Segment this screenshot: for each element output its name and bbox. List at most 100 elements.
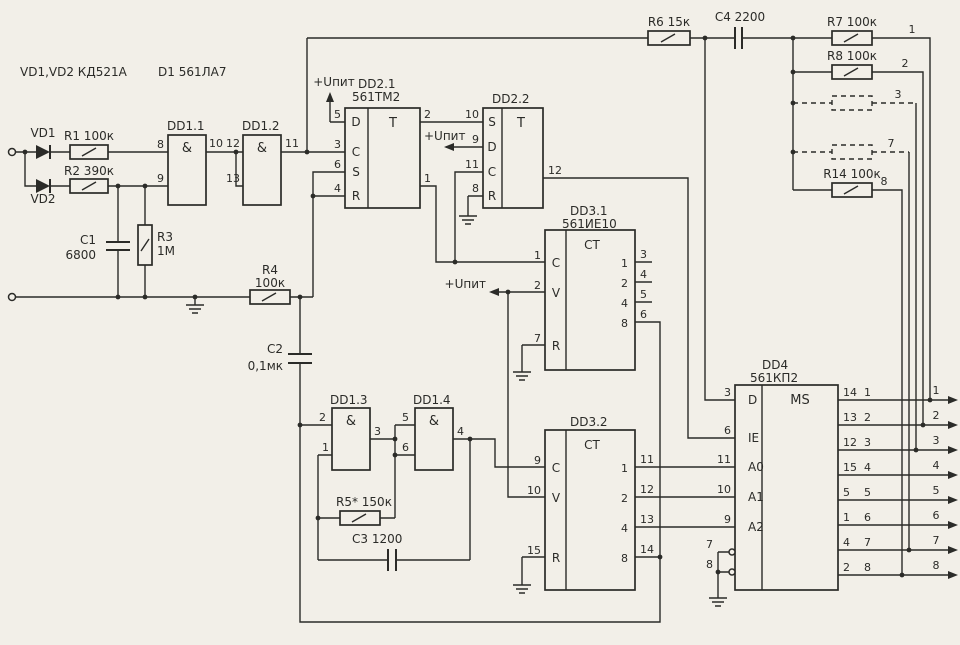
label-dd4-type: 561КП2 xyxy=(750,371,798,385)
ladder-num-1: 1 xyxy=(909,23,916,36)
dd2-1-r-label: R xyxy=(352,189,360,203)
dd3-1-weight-1: 1 xyxy=(621,257,628,270)
dd4-pin10: 10 xyxy=(717,483,731,496)
label-c1: C1 xyxy=(80,233,96,247)
dd2-2-pin12: 12 xyxy=(548,164,562,177)
wire-dashed-omitted-channels xyxy=(793,102,916,153)
dd3-2-pin10: 10 xyxy=(527,484,541,497)
dd2-1-flipflop-box xyxy=(344,107,421,209)
chip-dividers xyxy=(367,108,763,590)
dd2-1-pin6: 6 xyxy=(334,158,341,171)
dd2-1-t-label: T xyxy=(388,116,397,131)
label-vd2: VD2 xyxy=(30,192,55,206)
label-dd2-1: DD2.1 xyxy=(358,77,396,91)
label-dd3-1-type: 561ИЕ10 xyxy=(562,217,617,231)
output-num-6: 6 xyxy=(933,509,940,522)
resistor-r8 xyxy=(831,64,873,80)
parts-note-d1: D1 561ЛА7 xyxy=(158,65,226,79)
resistor-rating-slashes xyxy=(81,33,859,523)
dd3-1-weight-8: 8 xyxy=(621,317,628,330)
capacitors xyxy=(106,27,743,571)
upit-arrow-dd3-icon xyxy=(489,288,499,296)
dd2-1-s-label: S xyxy=(352,165,360,179)
dd4-out-pin5: 5 xyxy=(843,486,850,499)
label-dd3-2: DD3.2 xyxy=(570,415,608,429)
dd1-2-and-symbol: & xyxy=(257,141,267,156)
dd4-channel-2: 2 xyxy=(864,411,871,424)
dd2-1-pin1: 1 xyxy=(424,172,431,185)
label-r6: R6 15к xyxy=(648,15,690,29)
dd3-1-ct-label: CT xyxy=(584,238,600,252)
ladder-num-2: 2 xyxy=(902,57,909,70)
label-dd2-1-type: 561ТМ2 xyxy=(352,90,400,104)
power-arrows xyxy=(326,92,499,296)
upit-label-dd22: +Uпит xyxy=(424,129,465,143)
capacitor-plates xyxy=(106,27,743,571)
dd1-2-pin13: 13 xyxy=(226,172,240,185)
dd3-2-c-label: C xyxy=(552,461,560,475)
upit-label-dd3: +Uпит xyxy=(445,277,486,291)
input-terminal-bottom xyxy=(7,292,17,302)
label-r3-value: 1М xyxy=(157,244,175,258)
dd3-2-weight-4: 4 xyxy=(621,522,628,535)
dd3-1-r-label: R xyxy=(552,339,560,353)
dd1-3-and-symbol: & xyxy=(346,414,356,429)
dd4-a2-label: A2 xyxy=(748,520,764,534)
label-dd4: DD4 xyxy=(762,358,788,372)
dd4-channel-7: 7 xyxy=(864,536,871,549)
dd3-1-pin1: 1 xyxy=(534,249,541,262)
dd1-3-gate-box xyxy=(331,407,371,471)
label-c1-value: 6800 xyxy=(65,248,96,262)
dd3-2-pin9: 9 xyxy=(534,454,541,467)
dd4-out-pin15: 15 xyxy=(843,461,857,474)
dd4-a1-label: A1 xyxy=(748,490,764,504)
dd3-2-v-label: V xyxy=(552,491,561,505)
dd3-2-r-label: R xyxy=(552,551,560,565)
resistor-r1 xyxy=(69,144,109,160)
resistors xyxy=(69,30,873,526)
dd3-2-ct-label: CT xyxy=(584,438,600,452)
label-r4-value: 100к xyxy=(255,276,285,290)
dd3-2-pin13: 13 xyxy=(640,513,654,526)
dd3-2-pin14: 14 xyxy=(640,543,654,556)
output-num-7: 7 xyxy=(933,534,940,547)
ladder-num-3: 3 xyxy=(895,88,902,101)
dd4-out-pin4: 4 xyxy=(843,536,850,549)
output-arrow-8-icon xyxy=(948,571,958,579)
dd3-1-c-label: C xyxy=(552,256,560,270)
dd2-2-r-label: R xyxy=(488,189,496,203)
dd3-1-v-label: V xyxy=(552,286,561,300)
dd4-pin7: 7 xyxy=(706,538,713,551)
resistor-r4 xyxy=(249,289,291,305)
dd3-2-pin11: 11 xyxy=(640,453,654,466)
dd4-out-pin2: 2 xyxy=(843,561,850,574)
label-dd1-4: DD1.4 xyxy=(413,393,451,407)
chip-boxes xyxy=(167,107,839,591)
dd1-1-gate-box xyxy=(167,134,207,206)
label-r14: R14 100к xyxy=(823,167,881,181)
dd2-2-s-label: S xyxy=(488,115,496,129)
resistor-omitted-ch3 xyxy=(831,95,873,111)
dd1-2-pin11: 11 xyxy=(285,137,299,150)
dd4-channel-1: 1 xyxy=(864,386,871,399)
dd4-out-pin14: 14 xyxy=(843,386,857,399)
dd4-channel-8: 8 xyxy=(864,561,871,574)
dd3-1-pin4: 4 xyxy=(640,268,647,281)
output-num-1: 1 xyxy=(933,384,940,397)
label-r1: R1 100к xyxy=(64,129,114,143)
dd4-pin7-bubble xyxy=(728,548,736,556)
dd3-2-weight-2: 2 xyxy=(621,492,628,505)
label-r8: R8 100к xyxy=(827,49,877,63)
dd1-2-pin12: 12 xyxy=(226,137,240,150)
dd3-2-weight-8: 8 xyxy=(621,552,628,565)
dd4-mux-box xyxy=(734,384,839,591)
dd2-2-c-label: C xyxy=(488,165,496,179)
dd3-1-pin2: 2 xyxy=(534,279,541,292)
resistor-r6 xyxy=(647,30,691,46)
label-c4: C4 2200 xyxy=(715,10,765,24)
label-dd1-3: DD1.3 xyxy=(330,393,368,407)
resistor-r7 xyxy=(831,30,873,46)
label-c2: C2 xyxy=(267,342,283,356)
label-r7: R7 100к xyxy=(827,15,877,29)
